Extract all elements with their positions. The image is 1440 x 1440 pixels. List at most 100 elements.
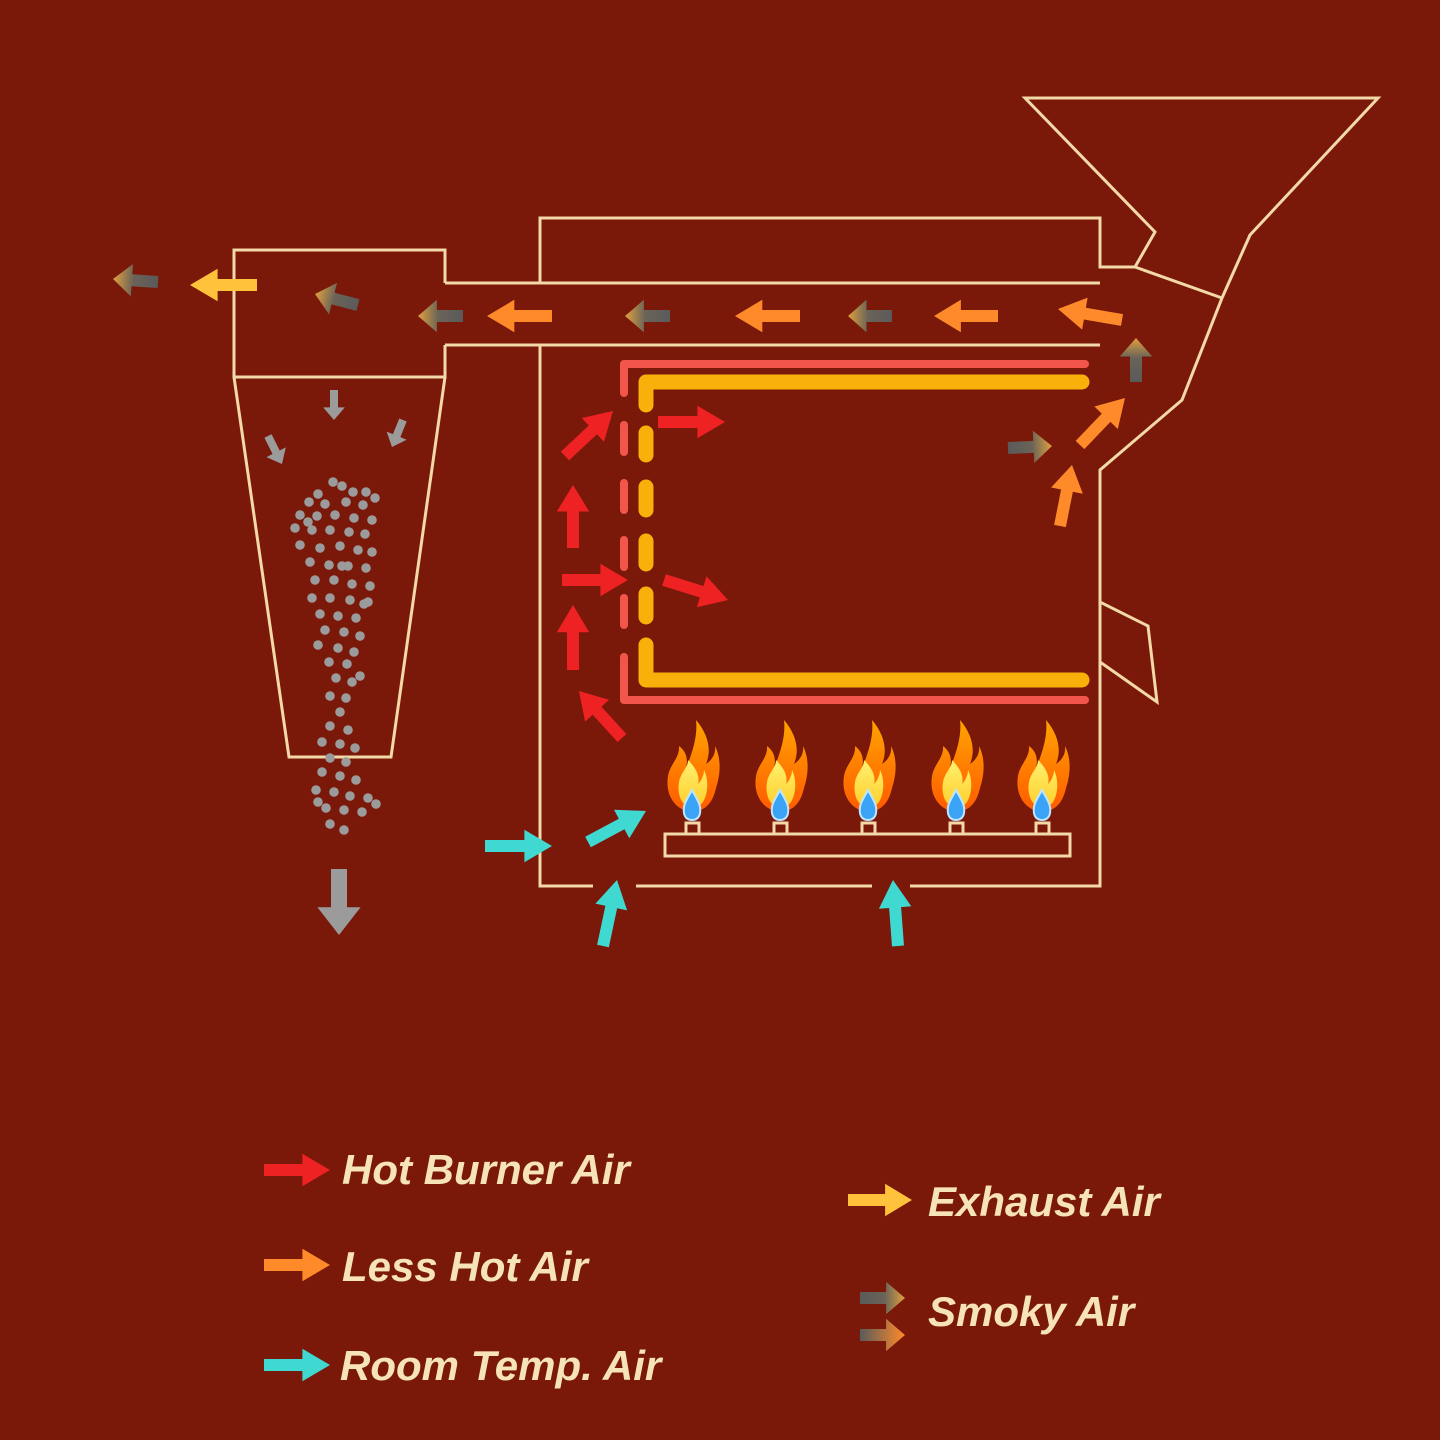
flame-icon — [667, 720, 720, 822]
bean-particle — [307, 525, 317, 535]
hot-burner-air-arrow — [556, 485, 590, 548]
chaff-particles — [290, 477, 381, 835]
bean-particle — [312, 511, 322, 521]
roaster-housing-top — [538, 96, 1382, 888]
legend-smoky-air-arrow — [860, 1318, 905, 1352]
bean-particle — [347, 579, 357, 589]
bean-particle — [320, 499, 330, 509]
bean-particle — [321, 803, 331, 813]
bean-particle — [353, 545, 363, 555]
bean-particle — [335, 771, 345, 781]
room-temp-air-arrow — [585, 809, 646, 848]
bean-particle — [325, 753, 335, 763]
hot-burner-air-arrow — [658, 405, 725, 439]
smoky-air-arrow — [1119, 338, 1153, 382]
bean-particle — [324, 657, 334, 667]
bean-particle — [343, 725, 353, 735]
bean-particle — [303, 517, 313, 527]
bean-particle — [315, 543, 325, 553]
bean-particle — [345, 791, 355, 801]
bean-particle — [324, 560, 334, 570]
bean-particle — [359, 599, 369, 609]
bean-particle — [335, 739, 345, 749]
legend-room-temp-air-arrow — [264, 1348, 330, 1382]
room-temp-air-arrow — [485, 829, 552, 863]
bean-particle — [355, 631, 365, 641]
smoky-air-arrow — [112, 264, 159, 297]
bean-particle — [351, 775, 361, 785]
particle-flow-arrow — [386, 418, 407, 448]
legend-less-hot-air-arrow — [264, 1248, 330, 1282]
hot-burner-air-arrow — [562, 563, 628, 597]
drum-outer-wall — [620, 360, 1089, 397]
flame-icon — [755, 720, 808, 822]
bean-particle — [349, 513, 359, 523]
bean-particle — [320, 625, 330, 635]
bean-particle — [325, 525, 335, 535]
bean-particle — [341, 497, 351, 507]
bean-particle — [333, 643, 343, 653]
hot-burner-air-arrow — [662, 574, 728, 608]
bean-particle — [329, 575, 339, 585]
bean-particle — [335, 707, 345, 717]
bean-particle — [370, 493, 380, 503]
bean-particle — [344, 527, 354, 537]
exhaust-air-arrow — [190, 268, 257, 302]
bean-particle — [361, 563, 371, 573]
bean-particle — [313, 489, 323, 499]
bean-particle — [345, 595, 355, 605]
cyclone-top-box — [232, 248, 447, 379]
particle-flow-arrow — [323, 390, 345, 420]
smoky-air-arrow — [1007, 430, 1052, 464]
legend-label-smoky-air: Smoky Air — [928, 1288, 1137, 1335]
smoky-air-arrow — [625, 299, 670, 333]
bean-particle — [317, 767, 327, 777]
less-hot-air-arrow — [487, 299, 552, 333]
bean-particle — [339, 825, 349, 835]
airflow-arrows — [112, 264, 1153, 948]
bean-particle — [341, 693, 351, 703]
legend-hot-burner-air-arrow — [264, 1153, 330, 1187]
less-hot-air-arrow — [1051, 465, 1083, 528]
less-hot-air-arrow — [735, 299, 800, 333]
flame-icon — [931, 720, 984, 822]
legend-exhaust-air-arrow — [848, 1183, 912, 1217]
roaster-housing-left — [538, 345, 593, 888]
bean-particle — [367, 515, 377, 525]
particle-flow-arrow — [264, 434, 286, 465]
bean-particle — [349, 647, 359, 657]
bean-particle — [325, 819, 335, 829]
bean-particle — [330, 510, 340, 520]
bean-particle — [325, 593, 335, 603]
bean-particle — [331, 673, 341, 683]
bean-particle — [351, 613, 361, 623]
smoky-air-arrow — [418, 299, 463, 333]
bean-particle — [315, 609, 325, 619]
bean-particle — [342, 659, 352, 669]
bean-particle — [347, 677, 357, 687]
less-hot-air-arrow — [934, 299, 998, 333]
burner-flames — [667, 720, 1070, 822]
bean-particle — [339, 805, 349, 815]
legend-label-hot-burner-air: Hot Burner Air — [342, 1146, 632, 1193]
roasting-drum — [620, 360, 1090, 704]
bean-particle — [317, 737, 327, 747]
bean-particle — [329, 787, 339, 797]
bean-particle — [307, 593, 317, 603]
legend-label-less-hot-air: Less Hot Air — [342, 1243, 590, 1290]
bean-particle — [341, 757, 351, 767]
legend-label-room-temp-air: Room Temp. Air — [340, 1342, 664, 1389]
cyclone-cone — [232, 376, 447, 759]
bean-particle — [305, 557, 315, 567]
bean-particle — [365, 581, 375, 591]
smoky-air-arrow — [848, 299, 892, 333]
bean-particle — [290, 523, 300, 533]
bean-particle — [358, 500, 368, 510]
roaster-door — [1098, 599, 1159, 706]
bean-particle — [313, 640, 323, 650]
bean-particle — [337, 561, 347, 571]
flame-icon — [1017, 720, 1070, 822]
legend-label-exhaust-air: Exhaust Air — [928, 1178, 1162, 1225]
bean-particle — [304, 497, 314, 507]
